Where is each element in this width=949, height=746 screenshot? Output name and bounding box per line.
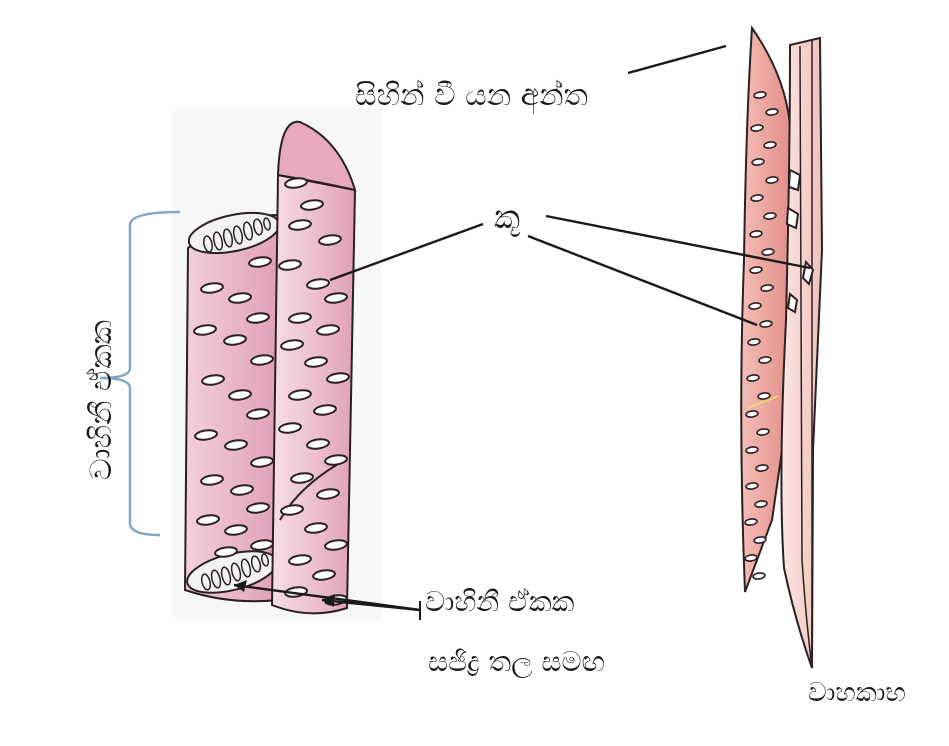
pit-mark [280,339,304,351]
pit-mark [750,124,764,132]
pit-mark [744,518,758,526]
label-tapering-end: සිහින් වී යන අන්ත [355,78,588,113]
pit-mark [324,539,348,551]
tracheid-illustration [740,25,824,669]
arrowhead-perforation [234,580,247,592]
pit-mark [765,176,779,184]
pit-mark [318,234,342,246]
pit-mark [288,312,312,324]
label-pit: කූ [494,198,520,236]
pit-mark [757,392,771,400]
tracheid-wall-lines [799,40,813,669]
pit-mark [214,546,238,558]
pit-mark [224,439,248,451]
pit-mark [246,312,270,324]
pit-mark [745,482,759,490]
pit-mark [752,572,766,580]
pit-mark [306,278,330,290]
pit-mark [288,389,312,401]
pit-mark [765,108,779,116]
pit-mark [744,554,758,562]
pit-mark [250,539,274,551]
tracheid-highlight [747,395,779,409]
pit-mark [194,429,218,441]
pit-mark [230,484,254,496]
pit-mark [224,524,248,536]
tracheid-pits [744,91,779,580]
pit-mark [201,374,225,386]
pointer-perforation [233,583,421,612]
vessel-member-right [270,173,357,615]
pit-mark [753,91,767,99]
pit-mark [324,454,348,466]
pit-mark [250,354,274,366]
vessel-top-cap [276,120,357,192]
pit-mark [324,292,348,304]
pit-mark [200,474,224,486]
pit-mark [313,404,337,416]
pit-mark [761,248,775,256]
pit-mark [228,292,252,304]
pit-mark [248,256,272,268]
vessel-bracket [99,210,181,537]
pointer-tapering-end [627,44,727,75]
pit-mark [246,408,270,420]
pit-mark [754,500,768,508]
pit-mark [745,446,759,454]
pit-mark [316,324,340,336]
pit-mark [193,324,217,336]
pit-mark [196,514,220,526]
pit-mark [747,338,761,346]
pit-mark [758,356,772,364]
pit-mark [300,199,324,211]
pit-mark [753,536,767,544]
pit-mark [749,230,763,238]
pit-mark [306,438,330,450]
pit-mark [751,158,765,166]
pit-mark [750,194,764,202]
pit-mark [759,320,773,328]
pit-mark [746,374,760,382]
perforation-holes-bottom [200,553,270,591]
pit-mark [760,284,774,292]
pit-mark [755,464,769,472]
pit-mark [284,177,308,189]
pit-mark [250,456,274,468]
label-vessel-member: වාහිනී ඒකක [425,585,575,618]
pit-mark [749,266,763,274]
pit-mark [756,428,770,436]
pit-mark [304,356,328,368]
vessel-pits [193,177,350,606]
pit-mark [316,488,340,500]
pit-mark [763,141,777,149]
pit-mark [278,422,302,434]
pit-mark [278,259,302,271]
vessel-illustration [183,120,357,615]
pit-mark [223,334,247,346]
pit-mark [312,569,336,581]
pit-mark [228,389,252,401]
pointer-lines [233,44,811,612]
pointer-pit-tracheid-lower [527,234,758,327]
pit-mark [763,212,777,220]
label-perforation-plate: සජිද්‍ර තල සමඟ [428,645,606,678]
arrowhead-vessel-member [322,594,335,607]
pit-mark [288,219,312,231]
label-tracheid: වාහකාභ [808,678,906,708]
pit-mark [745,410,759,418]
pointer-pit-tracheid-upper [545,214,811,270]
pit-mark [288,554,312,566]
pit-mark [304,522,328,534]
pit-mark [280,504,304,516]
pit-mark [290,472,314,484]
perforation-holes-top [202,217,271,253]
pit-mark [748,302,762,310]
pit-mark [246,502,270,514]
label-vessel: වාහිනී ඒකක [84,319,119,480]
pointer-pit-vessel [329,222,484,282]
pit-mark [326,372,350,384]
pit-mark [200,282,224,294]
